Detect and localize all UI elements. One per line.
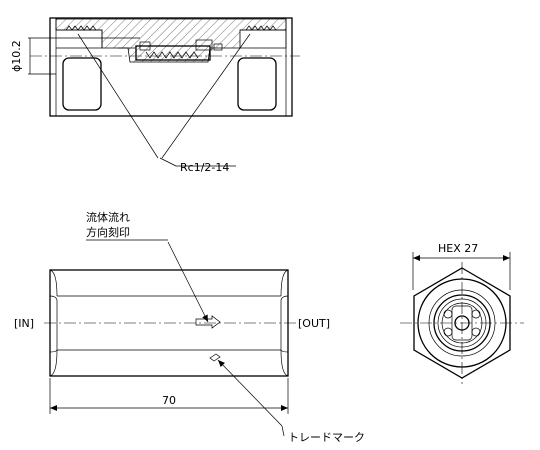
section-view: ϕ10.2 Rc1/2-14	[10, 17, 300, 174]
section-hatch	[55, 18, 287, 63]
left-bore	[62, 57, 102, 111]
end-view: HEX 27	[400, 242, 524, 384]
valve-spring-housing	[135, 45, 211, 61]
flow-direction-arrow	[195, 315, 221, 329]
diameter-label: ϕ10.2	[10, 40, 23, 72]
thread-label: Rc1/2-14	[180, 161, 229, 174]
inlet-label: [IN]	[14, 317, 34, 330]
flow-note-line2: 方向刻印	[86, 225, 130, 239]
side-view: 流体流れ 方向刻印 [IN] [OUT] 70 トレードマーク	[14, 210, 365, 444]
length-label: 70	[162, 394, 176, 407]
outlet-label: [OUT]	[298, 317, 330, 330]
trademark-mark	[209, 353, 221, 362]
valve-spring	[145, 51, 199, 59]
hex-label: HEX 27	[438, 242, 478, 255]
trademark-label: トレードマーク	[288, 431, 365, 444]
flow-note-line1: 流体流れ	[86, 210, 130, 224]
right-bore	[237, 57, 277, 111]
section-body-outline	[49, 17, 293, 117]
